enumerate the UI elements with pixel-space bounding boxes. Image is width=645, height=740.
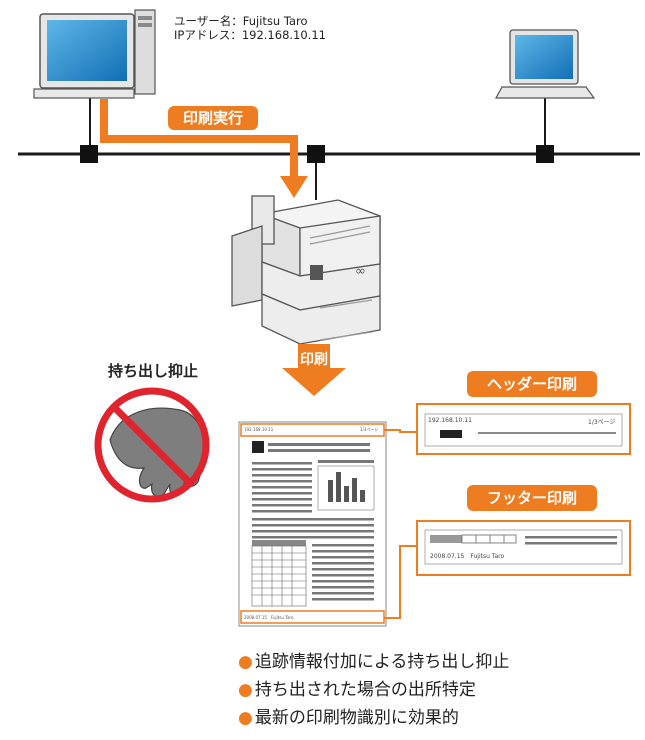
prohibit-hand-icon (94, 387, 210, 503)
doc-header-page: 1/3ページ (360, 427, 379, 432)
user-info: ユーザー名：Fujitsu Taro IPアドレス：192.168.10.11 (174, 14, 326, 42)
benefit-list: ●追跡情報付加による持ち出し抑止 ●持ち出された場合の出所特定 ●最新の印刷物識… (238, 648, 509, 732)
benefit-item: ●最新の印刷物識別に効果的 (238, 708, 459, 728)
desktop-pc-icon (33, 9, 156, 99)
laptop-icon (494, 29, 596, 99)
header-connector (384, 429, 417, 433)
header-zoom-page: 1/3ページ (588, 419, 616, 426)
doc-footer-text: 2008.07.15 Fujitsu Taro (244, 615, 294, 620)
bullet-dot-icon: ● (238, 708, 253, 728)
username-line: ユーザー名：Fujitsu Taro (174, 14, 308, 28)
printer-icon (231, 195, 381, 345)
print-down-arrow (282, 344, 346, 396)
pc-hub (80, 145, 98, 163)
doc-header-ip: 192.168.10.11 (244, 427, 274, 432)
laptop-hub (536, 145, 554, 163)
print-path-arrowhead (280, 176, 308, 198)
printed-document (238, 421, 387, 627)
print-execute-label: 印刷実行 (168, 106, 258, 130)
print-arrow-label: 印刷 (300, 352, 328, 368)
footer-zoom-text: 2008.07.15 Fujitsu Taro (430, 553, 505, 560)
print-path (100, 99, 298, 178)
printer-hub (307, 145, 325, 163)
header-print-label: ヘッダー印刷 (467, 371, 597, 397)
bullet-dot-icon: ● (238, 680, 253, 700)
svg-text:∞: ∞ (355, 264, 366, 279)
header-zoom-ip: 192.168.10.11 (428, 417, 472, 424)
benefit-item: ●追跡情報付加による持ち出し抑止 (238, 652, 510, 672)
restrict-title: 持ち出し抑止 (108, 362, 199, 380)
bullet-dot-icon: ● (238, 652, 253, 672)
footer-print-label: フッター印刷 (467, 485, 597, 511)
footer-connector (384, 545, 417, 619)
benefit-item: ●持ち出された場合の出所特定 (238, 680, 476, 700)
ip-address-line: IPアドレス：192.168.10.11 (174, 28, 326, 42)
